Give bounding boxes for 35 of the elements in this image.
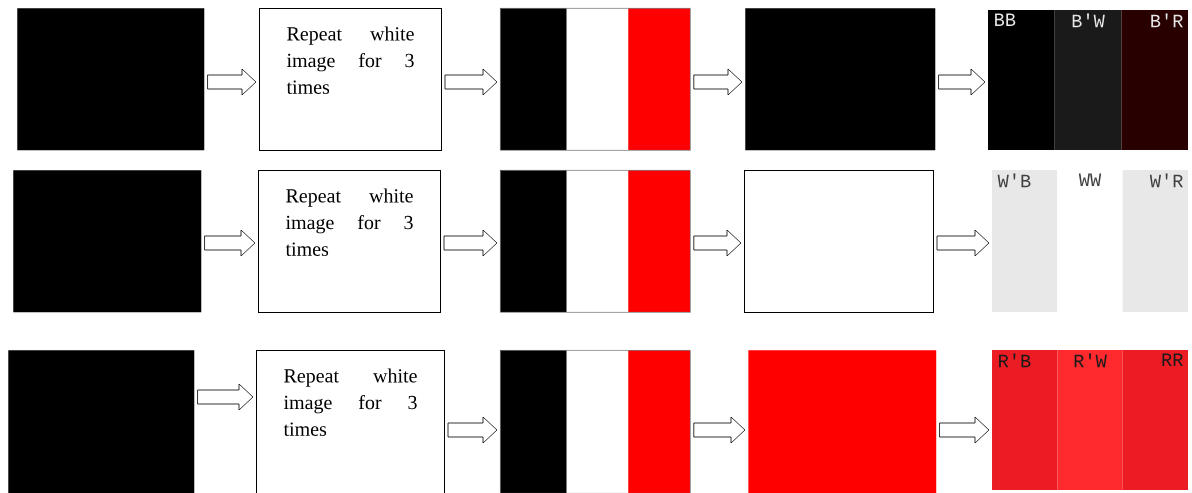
- striped-image: [500, 8, 691, 151]
- striped-image: [500, 350, 691, 493]
- block-arrow: [693, 416, 746, 444]
- stripe-label: B'R: [1151, 13, 1183, 28]
- block-arrow: [443, 229, 498, 257]
- result-image: [988, 10, 1188, 150]
- block-arrow: [693, 229, 742, 257]
- block-arrow: [197, 383, 254, 411]
- block-arrow: [693, 68, 743, 96]
- stripe-label: WW: [1078, 173, 1102, 186]
- stripe-label: W'R: [1149, 173, 1183, 188]
- block-arrow: [207, 68, 257, 96]
- image-block: [8, 350, 195, 493]
- block-arrow: [939, 416, 990, 444]
- stripe-label: RR: [1162, 353, 1183, 366]
- striped-image: [500, 170, 691, 313]
- image-block: [744, 170, 934, 313]
- stripe-label: R'B: [999, 353, 1031, 368]
- stripe-label: R'W: [1074, 353, 1107, 368]
- image-block: [13, 170, 202, 313]
- stripe-label: W'B: [997, 173, 1031, 188]
- block-arrow: [447, 416, 498, 444]
- block-arrow: [938, 68, 986, 96]
- text-box: Repeat white image for 3 times: [258, 170, 441, 313]
- stripe-label: BB: [995, 13, 1016, 26]
- image-block: [745, 8, 936, 151]
- block-arrow: [204, 229, 256, 257]
- result-image: [992, 350, 1188, 490]
- image-block: [748, 350, 937, 493]
- text-box: Repeat white image for 3 times: [259, 8, 442, 151]
- text-box: Repeat white image for 3 times: [256, 350, 445, 493]
- image-block: [17, 8, 205, 151]
- block-arrow: [444, 68, 498, 96]
- block-arrow: [936, 229, 990, 257]
- stripe-label: B'W: [1072, 13, 1105, 28]
